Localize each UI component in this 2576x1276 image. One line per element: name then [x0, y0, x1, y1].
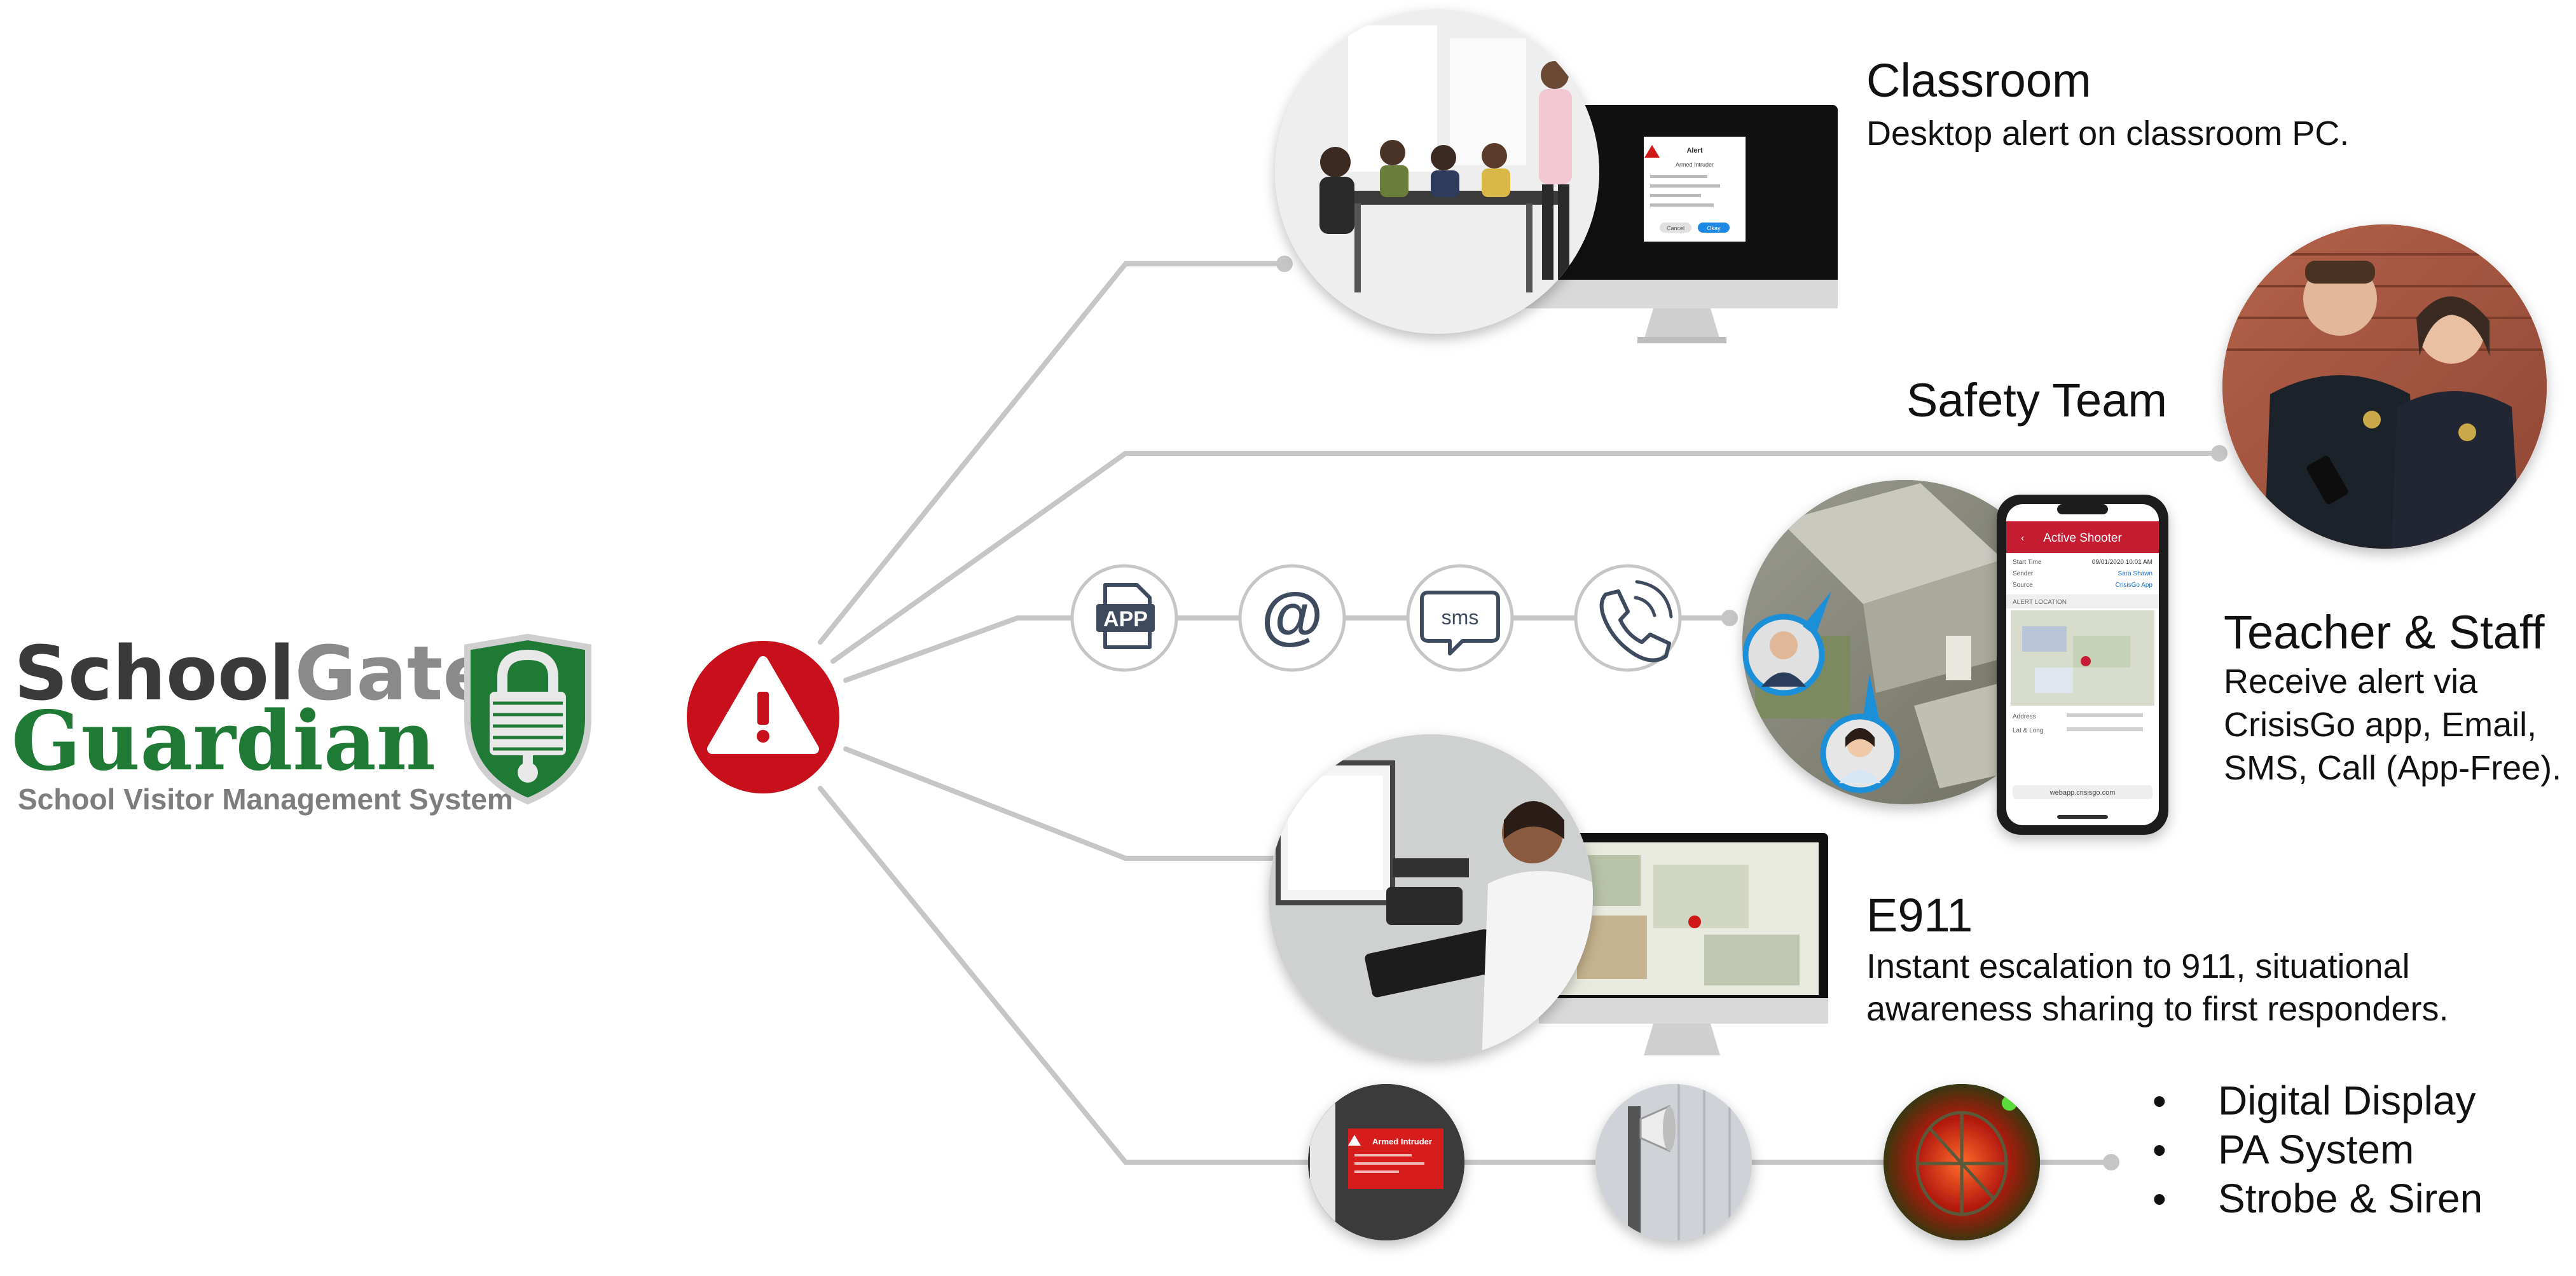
desktop-alert-dialog: Alert Armed Intruder Cancel Okay	[1644, 137, 1746, 242]
staff-avatar-pin-2	[1820, 674, 1900, 793]
classroom-description: Desktop alert on classroom PC.	[1866, 114, 2349, 153]
safety-team-title: Safety Team	[1906, 374, 2167, 427]
safety-team-channel: Safety Team	[1906, 224, 2547, 549]
teacher-staff-desc-line1: Receive alert via	[2224, 662, 2478, 701]
svg-text:sms: sms	[1442, 606, 1479, 629]
svg-text:Sender: Sender	[2013, 570, 2034, 577]
connector-end-safety	[2211, 445, 2228, 462]
teacher-staff-channel: APP @ sms	[1070, 480, 2561, 835]
sms-icon: sms	[1406, 564, 1514, 672]
e911-title: E911	[1866, 889, 1973, 942]
svg-text:Source: Source	[2013, 582, 2033, 589]
crisisgo-phone: ‹ Active Shooter Start Time 09/01/2020 1…	[1997, 495, 2168, 835]
email-at-icon: @	[1238, 564, 1346, 672]
classroom-title: Classroom	[1866, 54, 2091, 107]
devices-list: • Digital Display • PA System • Strobe &…	[2152, 1078, 2483, 1221]
app-icon: APP	[1070, 564, 1178, 672]
connector-devices	[818, 786, 2114, 1165]
connector-lines	[818, 261, 2222, 1165]
teacher-staff-desc-line2: CrisisGo app, Email,	[2224, 706, 2537, 744]
devices-item-strobe-siren: Strobe & Siren	[2218, 1176, 2483, 1221]
pa-system-photo	[1595, 1084, 1752, 1240]
safety-team-photo	[2222, 224, 2547, 549]
e911-desc-line2: awareness sharing to first responders.	[1866, 990, 2448, 1028]
digital-display-photo: Armed Intruder	[1308, 1084, 1464, 1240]
svg-text:@: @	[1261, 580, 1323, 651]
phone-alert-header: Active Shooter	[2043, 532, 2122, 545]
connector-safety-team	[830, 451, 2222, 664]
svg-text:•: •	[2152, 1177, 2166, 1221]
svg-text:APP: APP	[1103, 607, 1148, 631]
connector-end-devices	[2103, 1154, 2119, 1170]
e911-channel: E911 Instant escalation to 911, situatio…	[1269, 734, 2448, 1059]
svg-text:Armed Intruder: Armed Intruder	[1676, 161, 1714, 168]
svg-text:CrisisGo App[interactable]: CrisisGo App	[2116, 582, 2153, 589]
svg-text:Alert: Alert	[1686, 147, 1702, 154]
svg-text:09/01/2020 10:01 AM: 09/01/2020 10:01 AM	[2092, 559, 2152, 566]
devices-channel: Armed Intruder	[1308, 1078, 2483, 1240]
teacher-staff-title: Teacher & Staff	[2224, 606, 2545, 659]
devices-item-digital-display: Digital Display	[2218, 1078, 2476, 1123]
aerial-map-photo	[1742, 480, 2067, 804]
e911-dispatcher-photo	[1269, 734, 1593, 1059]
svg-text:ALERT LOCATION: ALERT LOCATION	[2013, 599, 2067, 606]
staff-avatar-pin-1	[1742, 591, 1831, 696]
logo-word-school: SchoolGate	[14, 629, 493, 717]
classroom-monitor: Alert Armed Intruder Cancel Okay	[1523, 105, 1838, 343]
svg-text:Armed Intruder: Armed Intruder	[1372, 1137, 1432, 1146]
teacher-staff-desc-line3: SMS, Call (App-Free).	[2224, 749, 2561, 787]
svg-text:•: •	[2152, 1080, 2166, 1123]
svg-text:Start Time: Start Time	[2013, 559, 2042, 566]
svg-text:Address: Address	[2013, 713, 2036, 720]
connector-end-classroom	[1276, 256, 1293, 272]
shield-lock-icon	[464, 633, 591, 805]
connector-e911	[843, 746, 1287, 861]
strobe-siren-photo	[1884, 1084, 2040, 1240]
svg-text:‹: ‹	[2021, 533, 2024, 544]
classroom-channel: Alert Armed Intruder Cancel Okay	[1275, 10, 2349, 343]
phone-url-bar[interactable]	[2013, 785, 2152, 799]
alert-cancel-button[interactable]: Cancel	[1667, 225, 1684, 231]
schoolgate-guardian-logo: SchoolGate Guardian School Visitor Manag…	[11, 629, 591, 816]
svg-text:webapp.crisisgo.com: webapp.crisisgo.com	[2049, 789, 2116, 797]
svg-text:Lat & Long: Lat & Long	[2013, 727, 2043, 734]
logo-tagline: School Visitor Management System	[18, 783, 513, 816]
svg-text:•: •	[2152, 1129, 2166, 1172]
connector-classroom	[818, 261, 1287, 645]
hub-alert	[687, 641, 839, 793]
e911-desc-line1: Instant escalation to 911, situational	[1866, 947, 2410, 985]
logo-word-guardian: Guardian	[11, 694, 436, 789]
alert-ok-button[interactable]: Okay	[1707, 225, 1721, 231]
connector-end-teacher	[1721, 610, 1738, 626]
svg-text:Sara Shawn[interactable]: Sara Shawn	[2118, 570, 2152, 577]
devices-item-pa-system: PA System	[2218, 1127, 2414, 1172]
classroom-photo	[1275, 10, 1599, 334]
phone-call-icon	[1574, 564, 1682, 672]
